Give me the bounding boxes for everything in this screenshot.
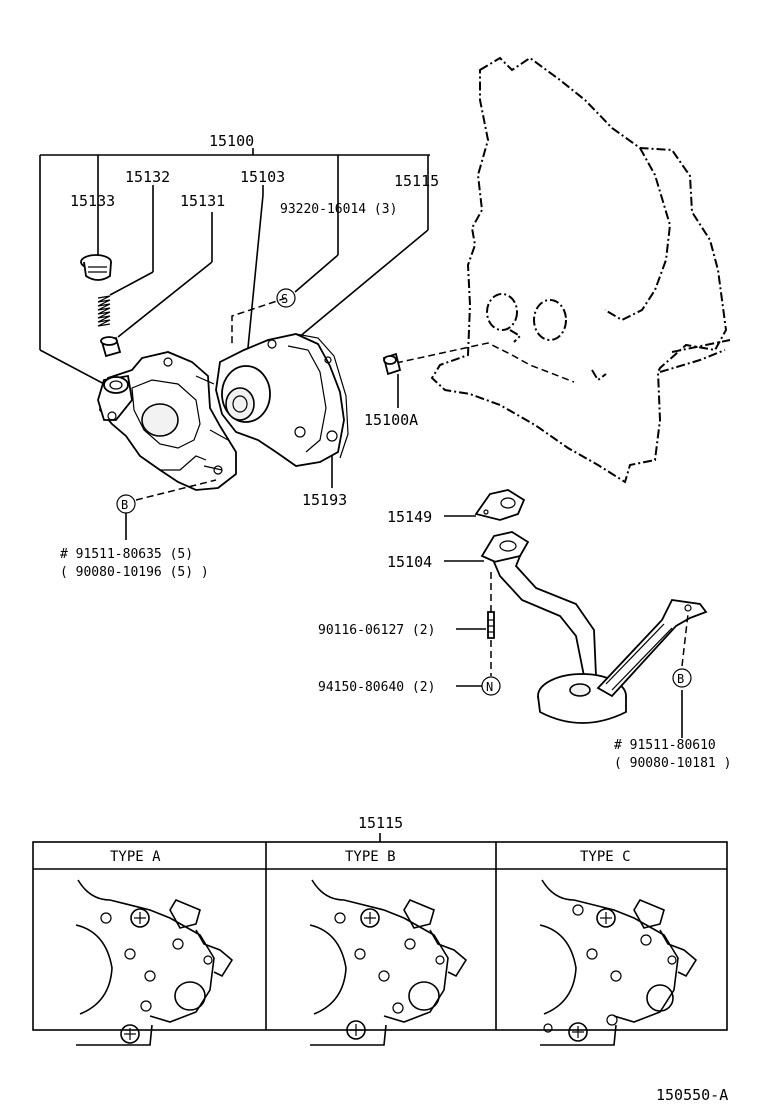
label-bolt-b1-line2: ( 90080-10196 (5) ) bbox=[60, 565, 209, 580]
symbol-b-circle-2 bbox=[672, 668, 692, 688]
symbol-b-1: B bbox=[121, 498, 128, 512]
label-15104: 15104 bbox=[387, 553, 432, 571]
relief-plug-15133 bbox=[80, 254, 112, 281]
label-15100a: 15100A bbox=[364, 411, 418, 429]
pump-plug-15100a bbox=[382, 352, 402, 376]
engine-block-outline bbox=[430, 56, 731, 484]
label-15131: 15131 bbox=[180, 192, 225, 210]
bolt-b-dashed-line bbox=[135, 479, 217, 501]
bolt-dashed-line bbox=[231, 297, 287, 346]
symbol-n-circle bbox=[481, 676, 501, 696]
relief-valve-15131 bbox=[100, 336, 122, 358]
type-a-cover-drawing bbox=[75, 879, 234, 1046]
type-c-cover-drawing bbox=[539, 879, 698, 1046]
symbol-b-2: B bbox=[677, 672, 684, 686]
bolt-b2-dashed-line bbox=[681, 613, 689, 667]
oil-pump-rotor-assy bbox=[215, 333, 349, 467]
strainer-gasket-15149 bbox=[444, 489, 526, 521]
stud-90116 bbox=[456, 572, 495, 687]
label-15193: 15193 bbox=[302, 491, 347, 509]
assembly-bracket bbox=[39, 148, 430, 387]
oil-pump-body bbox=[97, 351, 237, 491]
diagram-code: 150550-A bbox=[656, 1086, 728, 1104]
type-b-header: TYPE B bbox=[345, 849, 396, 865]
label-bolt-b2-line1: # 91511-80610 bbox=[614, 738, 716, 753]
label-15133: 15133 bbox=[70, 192, 115, 210]
relief-spring-15132 bbox=[97, 295, 111, 327]
type-c-header: TYPE C bbox=[580, 849, 631, 865]
type-table-title: 15115 bbox=[358, 814, 403, 832]
label-15149: 15149 bbox=[387, 508, 432, 526]
label-bolt-spec: 93220-16014 (3) bbox=[280, 202, 397, 217]
symbol-s: S bbox=[281, 292, 288, 306]
type-b-cover-drawing bbox=[309, 879, 468, 1046]
symbol-n: N bbox=[486, 680, 493, 694]
label-15115: 15115 bbox=[394, 172, 439, 190]
label-15103: 15103 bbox=[240, 168, 285, 186]
label-nut: 94150-80640 (2) bbox=[318, 680, 435, 695]
label-15100: 15100 bbox=[209, 132, 254, 150]
label-stud: 90116-06127 (2) bbox=[318, 623, 435, 638]
plug-dashed-line bbox=[395, 342, 575, 383]
type-a-header: TYPE A bbox=[110, 849, 161, 865]
label-bolt-b2-line2: ( 90080-10181 ) bbox=[614, 756, 731, 771]
label-15132: 15132 bbox=[125, 168, 170, 186]
type-table: 15115 TYPE A TYPE B TYPE C bbox=[32, 814, 728, 1031]
oil-strainer-15104 bbox=[444, 531, 708, 724]
symbol-s-circle bbox=[276, 288, 296, 308]
label-bolt-b1-line1: # 91511-80635 (5) bbox=[60, 547, 193, 562]
